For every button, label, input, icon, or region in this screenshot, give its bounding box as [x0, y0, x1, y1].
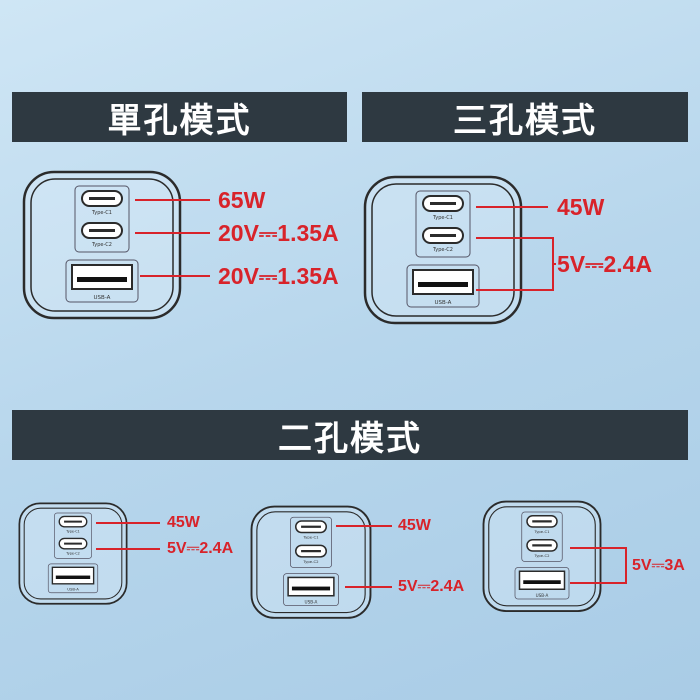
usb-a-label: USB-A	[305, 599, 318, 604]
type-c2-label: Type-C2	[432, 247, 453, 253]
usb-a-bay	[406, 264, 480, 308]
c2-output-label: 5V⎓2.4A	[167, 540, 234, 557]
usb-a-port	[518, 570, 566, 590]
type-c1-label: Type-C1	[534, 530, 551, 534]
type-c-bay	[521, 511, 563, 562]
usb-a-label: USB-A	[67, 587, 79, 592]
single-port-mode-banner: 單孔模式	[12, 92, 347, 142]
charger-face: Type-C1 Type-C2 USB-A	[363, 175, 523, 325]
type-c1-port	[58, 515, 88, 528]
type-c1-port	[294, 520, 328, 534]
charger-outline	[363, 175, 523, 325]
c1-output-label: 45W	[557, 194, 605, 220]
connector-bracket	[570, 547, 627, 584]
usb-a-label: USB-A	[435, 300, 452, 306]
type-c-bay	[54, 512, 92, 559]
charger-face: Type-C1 Type-C2 USB-A	[18, 502, 128, 605]
usb-a-bay	[65, 259, 139, 303]
type-c2-label: Type-C2	[91, 242, 112, 248]
type-c1-label: Type-C1	[302, 535, 319, 540]
usb-a-port	[51, 566, 95, 585]
c2-output-label: 20V⎓1.35A	[218, 220, 339, 246]
type-c-bay	[415, 190, 471, 258]
type-c2-label: Type-C2	[534, 554, 551, 558]
type-c1-port	[81, 190, 123, 207]
type-c2-port	[422, 227, 464, 244]
usb-a-port	[287, 576, 335, 597]
type-c2-port	[58, 537, 88, 550]
type-c1-port	[422, 195, 464, 212]
type-c1-label: Type-C1	[65, 529, 80, 533]
usb-a-port	[412, 269, 474, 295]
type-c2-port	[526, 539, 558, 552]
three-port-mode-banner: 三孔模式	[362, 92, 688, 142]
c1-output-label: 65W	[218, 187, 266, 213]
usb-a-output-label: 5V⎓2.4A	[398, 578, 465, 595]
charger-dual-2: Type-C1 Type-C2 USB-A	[250, 505, 372, 623]
usb-a-bay	[514, 567, 570, 600]
charger-face: Type-C1 Type-C2 USB-A	[250, 505, 372, 619]
type-c-bay	[74, 185, 130, 253]
charger-face: Type-C1 Type-C2 USB-A	[22, 170, 182, 320]
shared-output-label: 5V⎓2.4A	[557, 251, 653, 277]
shared-output-label: 5V⎓3A	[632, 557, 685, 574]
charger-inner-outline	[30, 178, 174, 312]
type-c2-label: Type-C2	[302, 559, 319, 564]
type-c1-label: Type-C1	[91, 210, 112, 216]
charger-inner-outline	[256, 511, 366, 614]
c1-output-label: 45W	[167, 514, 200, 531]
c1-output-label: 45W	[398, 517, 431, 534]
charger-single: Type-C1 Type-C2 USB-A	[22, 170, 182, 324]
banner-title: 三孔模式	[453, 100, 597, 141]
type-c2-label: Type-C2	[65, 551, 80, 555]
usb-a-label: USB-A	[94, 295, 111, 301]
charger-outline	[18, 502, 128, 605]
charger-inner-outline	[371, 183, 515, 317]
charger-outline	[250, 505, 372, 619]
two-port-mode-banner: 二孔模式	[12, 410, 688, 460]
charger-inner-outline	[23, 507, 123, 600]
type-c1-port	[526, 515, 558, 528]
usb-a-label: USB-A	[536, 593, 549, 598]
type-c2-port	[81, 222, 123, 239]
banner-title: 單孔模式	[107, 100, 252, 141]
charger-triple: Type-C1 Type-C2 USB-A	[363, 175, 523, 329]
charger-dual-1: Type-C1 Type-C2 USB-A	[18, 502, 128, 609]
charger-inner-outline	[488, 506, 596, 607]
type-c2-port	[294, 544, 328, 558]
usb-a-port	[71, 264, 133, 290]
banner-title: 二孔模式	[278, 418, 422, 459]
connector-bracket	[476, 237, 554, 291]
usb-a-bay	[283, 573, 339, 607]
type-c1-label: Type-C1	[432, 215, 453, 221]
charger-outline	[22, 170, 182, 320]
usb-a-bay	[47, 563, 99, 594]
usb-a-output-label: 20V⎓1.35A	[218, 263, 339, 289]
type-c-bay	[290, 516, 332, 568]
